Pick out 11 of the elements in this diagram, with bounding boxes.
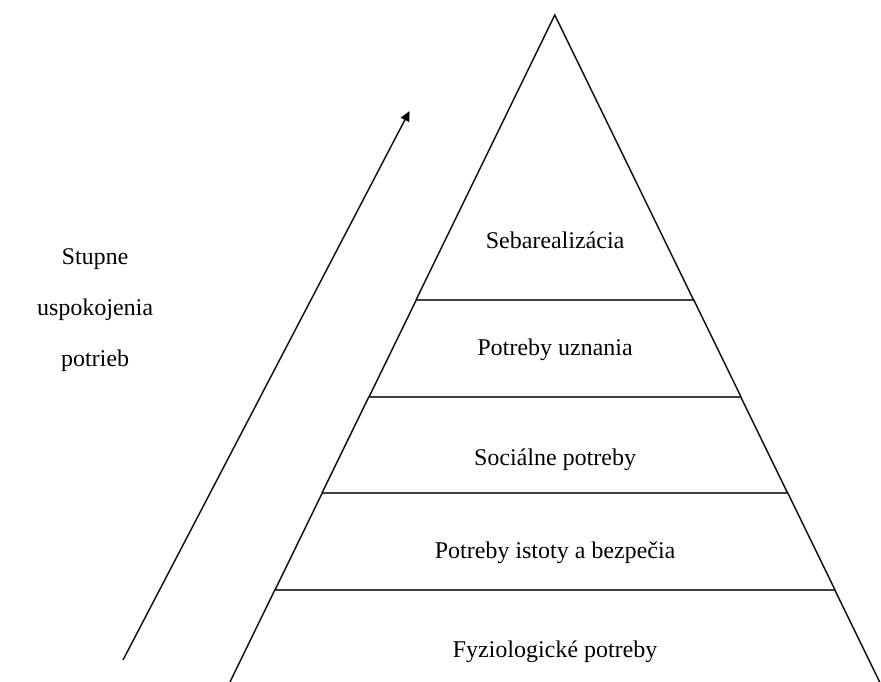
pyramid-tier — [230, 590, 880, 682]
pyramid-tier — [322, 397, 788, 493]
axis-caption: Stupne uspokojenia potrieb — [36, 243, 154, 374]
pyramid-tier — [368, 300, 742, 397]
tier-label: Sebarealizácia — [484, 228, 626, 255]
tier-label: Potreby uznania — [476, 335, 634, 362]
pyramid-tier — [274, 493, 836, 590]
pyramid-apex — [416, 15, 694, 300]
tier-label: Sociálne potreby — [473, 445, 637, 472]
tier-label: Potreby istoty a bezpečia — [434, 538, 676, 565]
tier-label: Fyziologické potreby — [452, 637, 658, 664]
